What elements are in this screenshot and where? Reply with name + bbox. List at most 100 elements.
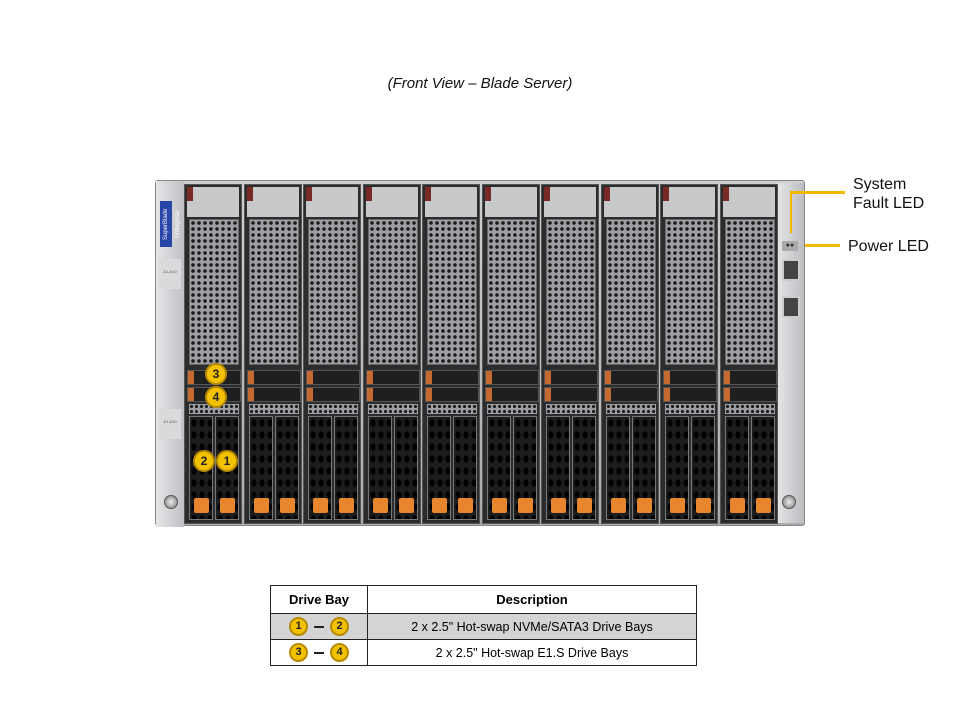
nvme-drive-bay[interactable] (605, 416, 630, 520)
release-latch[interactable] (246, 187, 253, 201)
e1s-drive-bay[interactable] (603, 370, 658, 385)
release-latch[interactable] (365, 187, 372, 201)
nvme-drive-bay[interactable] (631, 416, 656, 520)
blade-handle[interactable] (306, 187, 358, 217)
drive-release-button[interactable] (194, 498, 209, 513)
drive-release-button[interactable] (517, 498, 533, 513)
release-latch[interactable] (603, 187, 610, 201)
e1s-drive-bay[interactable] (306, 370, 360, 385)
vent-mesh (605, 219, 656, 365)
drive-release-button[interactable] (577, 498, 592, 513)
callout-2: 2 (193, 450, 215, 472)
drive-release-button[interactable] (279, 498, 295, 513)
drive-release-button[interactable] (755, 498, 771, 513)
blade-handle[interactable] (484, 187, 537, 217)
nvme-drive-bay[interactable] (572, 416, 596, 520)
drive-release-button[interactable] (458, 498, 473, 513)
nvme-drive-bay[interactable] (393, 416, 418, 520)
e1s-drive-bay[interactable] (246, 387, 301, 402)
blade-handle[interactable] (663, 187, 715, 217)
blade-handle[interactable] (365, 187, 418, 217)
e1s-drive-bay[interactable] (544, 387, 598, 402)
release-latch[interactable] (187, 187, 193, 201)
e1s-drive-bay[interactable] (306, 387, 360, 402)
callout-icon: 1 (289, 617, 308, 636)
e1s-drive-bay[interactable] (722, 370, 777, 385)
nvme-drive-bay[interactable] (334, 416, 358, 520)
nvme-drive-bay[interactable] (546, 416, 570, 520)
drive-release-button[interactable] (372, 498, 388, 513)
thumbscrew-icon (782, 495, 796, 509)
header-description: Description (367, 585, 697, 614)
blade-node (541, 184, 599, 524)
nvme-drive-bay[interactable] (486, 416, 511, 520)
e1s-drive-bay[interactable] (365, 387, 420, 402)
drive-release-button[interactable] (432, 498, 447, 513)
nvme-drive-bay[interactable] (308, 416, 332, 520)
drive-release-button[interactable] (398, 498, 414, 513)
e1s-drive-bay[interactable] (663, 387, 717, 402)
power-led-leader (805, 244, 840, 247)
drive-release-button[interactable] (491, 498, 507, 513)
nvme-drive-bay[interactable] (691, 416, 715, 520)
e1s-drive-bay[interactable] (484, 370, 539, 385)
callout-4: 4 (205, 386, 227, 408)
vent-mesh (367, 404, 418, 414)
e1s-drive-bay[interactable] (722, 387, 777, 402)
label-line: Fault LED (853, 195, 925, 212)
callout-icon: 2 (330, 617, 349, 636)
nvme-drive-bay[interactable] (750, 416, 775, 520)
vent-mesh (486, 219, 537, 365)
release-latch[interactable] (306, 187, 312, 201)
release-latch[interactable] (425, 187, 431, 201)
vent-mesh (546, 404, 596, 414)
vent-mesh (248, 219, 299, 365)
release-latch[interactable] (484, 187, 491, 201)
blade-node (600, 184, 659, 524)
nvme-drive-bay[interactable] (367, 416, 392, 520)
blade-handle[interactable] (603, 187, 656, 217)
drive-release-button[interactable] (636, 498, 652, 513)
drive-release-button[interactable] (610, 498, 626, 513)
nvme-drive-bay[interactable] (665, 416, 689, 520)
label-line: System (853, 176, 907, 193)
blade-handle[interactable] (722, 187, 775, 217)
vent-mesh (665, 404, 715, 414)
drive-release-button[interactable] (551, 498, 566, 513)
drive-release-button[interactable] (729, 498, 745, 513)
nvme-drive-bay[interactable] (248, 416, 273, 520)
release-latch[interactable] (544, 187, 550, 201)
e1s-drive-bay[interactable] (663, 370, 717, 385)
e1s-drive-bay[interactable] (246, 370, 301, 385)
e1s-drive-bay[interactable] (425, 370, 479, 385)
nvme-drive-bay[interactable] (512, 416, 537, 520)
e1s-drive-bay[interactable] (544, 370, 598, 385)
blade-node (719, 184, 778, 524)
drive-release-button[interactable] (339, 498, 354, 513)
blade-handle[interactable] (425, 187, 477, 217)
blade-handle[interactable] (544, 187, 596, 217)
e1s-drive-bay[interactable] (484, 387, 539, 402)
release-latch[interactable] (663, 187, 669, 201)
nvme-drive-bay[interactable] (427, 416, 451, 520)
drive-release-button[interactable] (696, 498, 711, 513)
drive-release-button[interactable] (670, 498, 685, 513)
slot-tag: A1-A10 (159, 409, 181, 439)
nvme-drive-bay[interactable] (274, 416, 299, 520)
blade-handle[interactable] (187, 187, 239, 217)
vent-mesh (308, 219, 358, 365)
drive-release-button[interactable] (253, 498, 269, 513)
nvme-drive-bay[interactable] (453, 416, 477, 520)
e1s-drive-bay[interactable] (603, 387, 658, 402)
drive-release-button[interactable] (220, 498, 235, 513)
e1s-drive-bay[interactable] (365, 370, 420, 385)
drive-release-button[interactable] (313, 498, 328, 513)
e1s-drive-bay[interactable] (425, 387, 479, 402)
blade-node (184, 184, 242, 524)
nvme-drive-bay[interactable] (724, 416, 749, 520)
dash (314, 625, 324, 628)
blade-handle[interactable] (246, 187, 299, 217)
release-latch[interactable] (722, 187, 729, 201)
